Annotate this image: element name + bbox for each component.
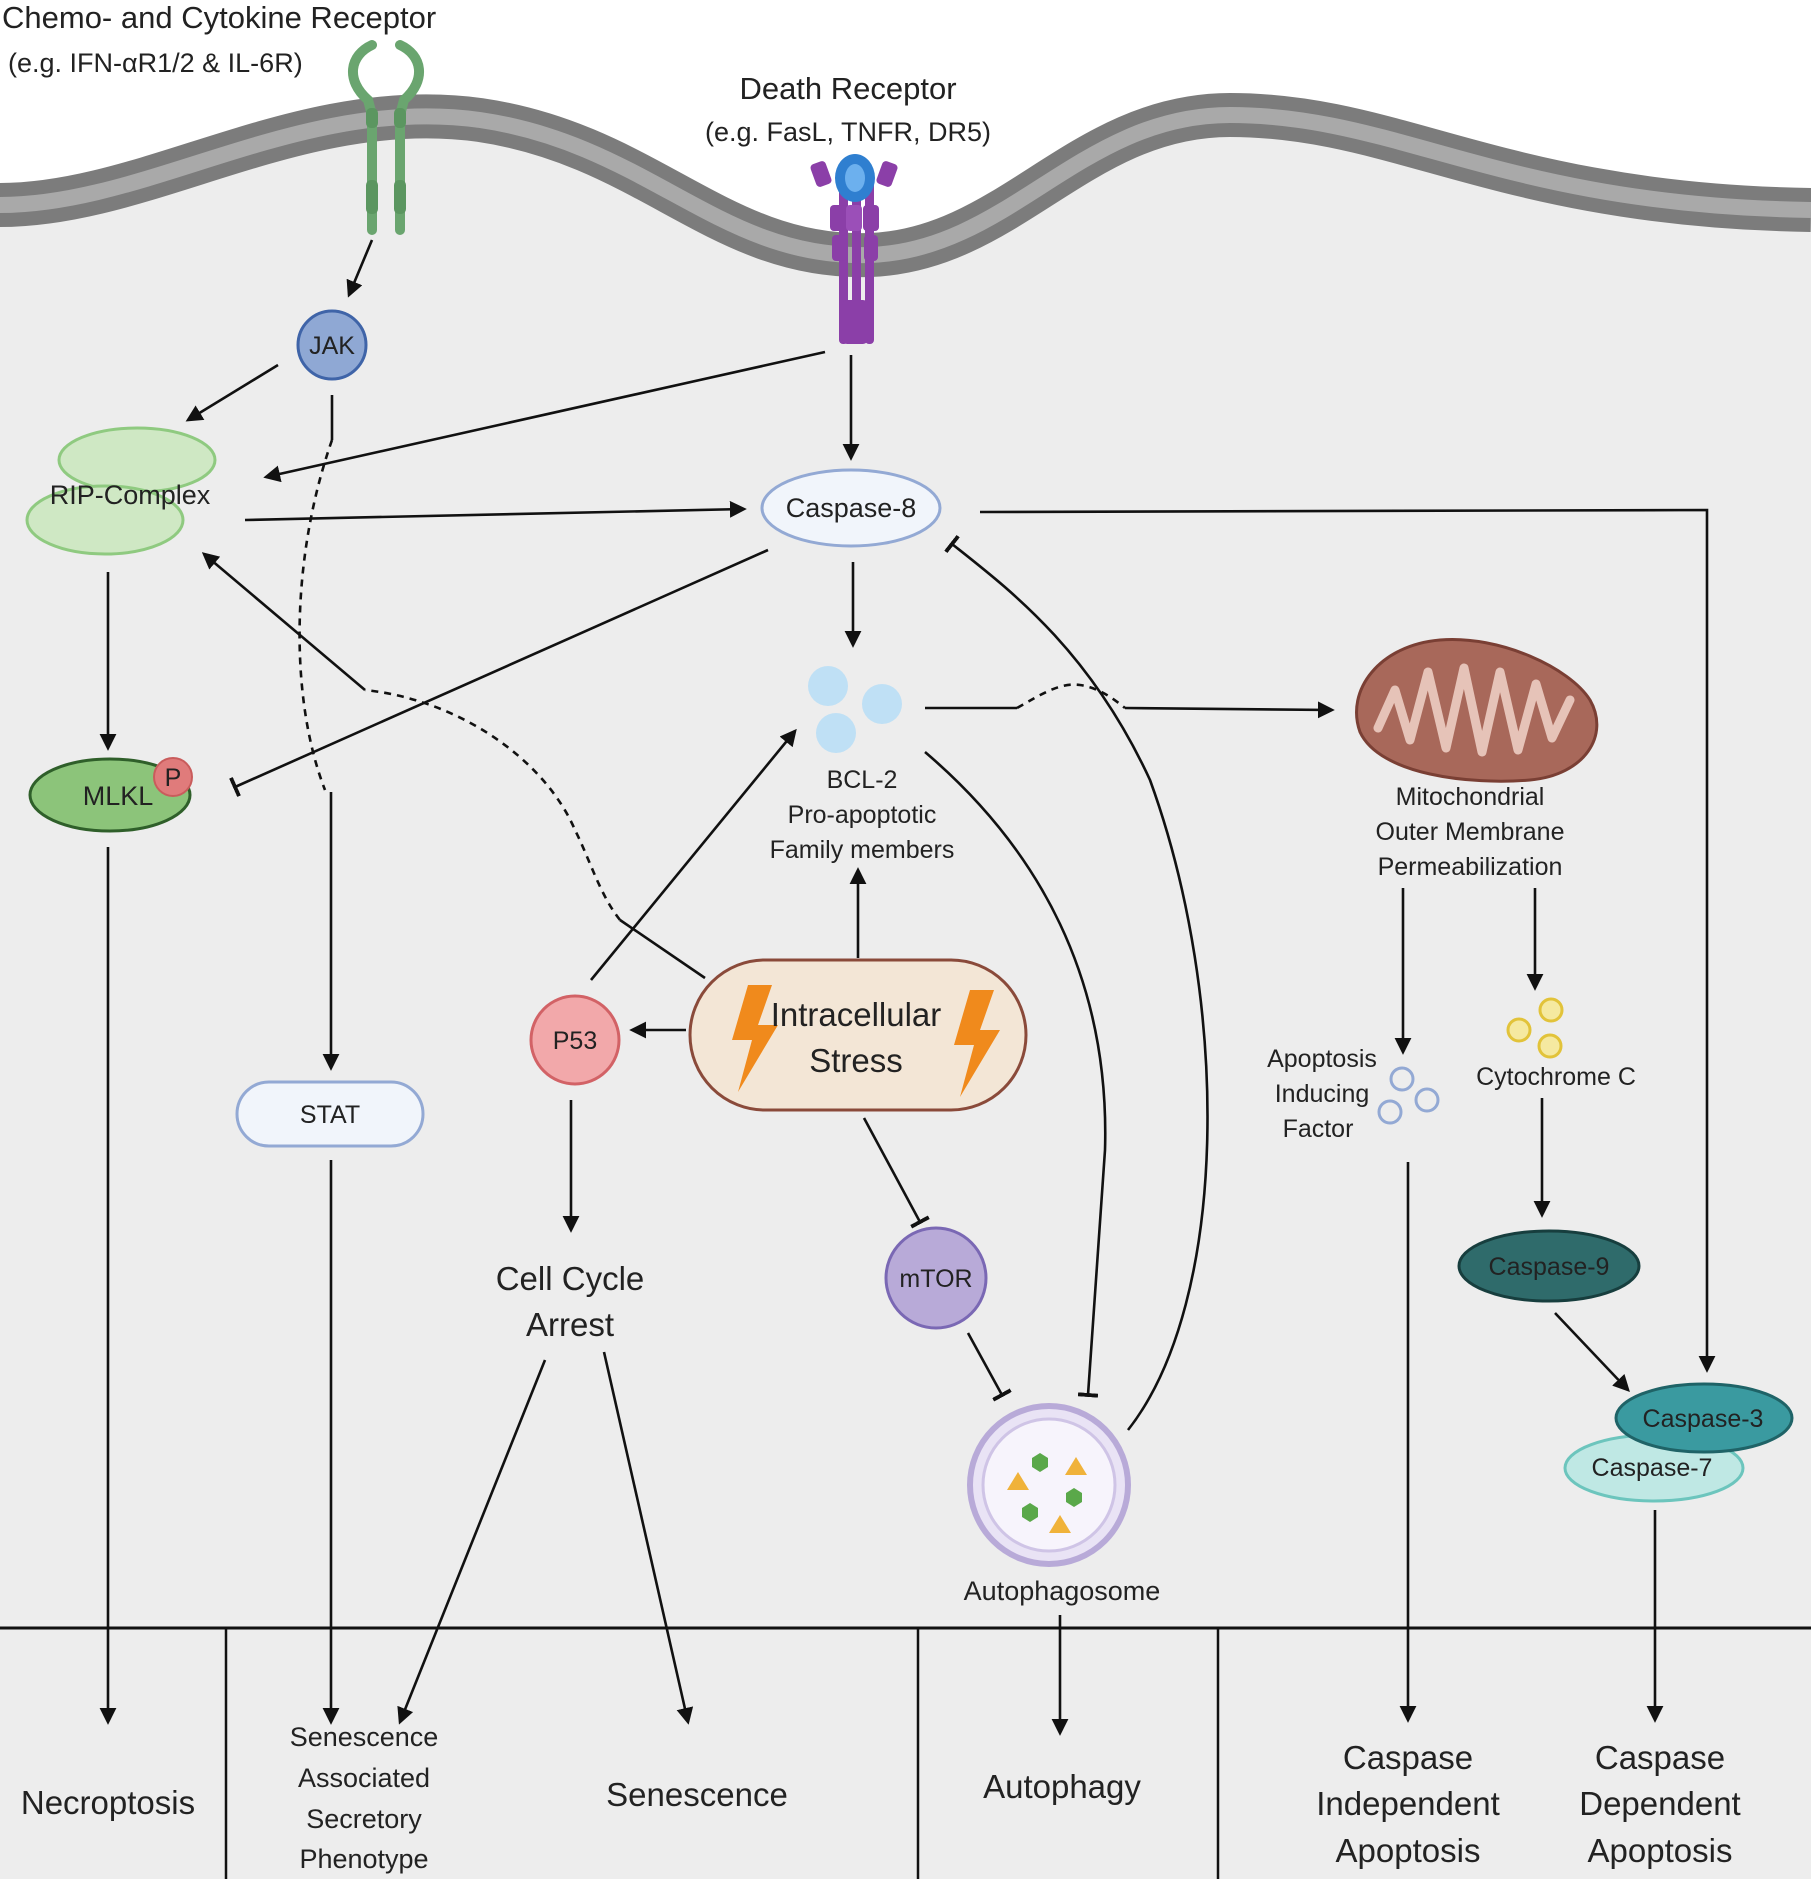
aif-cluster bbox=[1377, 1066, 1440, 1125]
outcome-cda-line1: Caspase bbox=[1595, 1739, 1725, 1776]
caspase8-node bbox=[760, 468, 942, 548]
lightning-icon-right bbox=[954, 990, 1000, 1097]
stat-node bbox=[235, 1080, 425, 1148]
stat-label: STAT bbox=[300, 1101, 360, 1129]
mlkl-node bbox=[28, 757, 193, 833]
rip-complex-label: RIP-Complex bbox=[50, 480, 211, 510]
momp-label-line3: Permeabilization bbox=[1378, 853, 1563, 881]
caspase3-node bbox=[1614, 1382, 1794, 1454]
jak-node bbox=[296, 309, 368, 381]
lightning-icon-left bbox=[732, 985, 778, 1092]
outcome-sasp-line1: Senescence bbox=[290, 1722, 439, 1752]
cell-cycle-label-line1: Cell Cycle bbox=[496, 1260, 645, 1297]
jak-label: JAK bbox=[309, 332, 355, 360]
autophagosome-label: Autophagosome bbox=[964, 1576, 1161, 1606]
rip-complex-node bbox=[25, 426, 217, 556]
mtor-node bbox=[884, 1226, 988, 1330]
cytokine-receptor-examples: (e.g. IFN-αR1/2 & IL-6R) bbox=[8, 48, 303, 78]
outcome-sasp-line2: Associated bbox=[298, 1763, 430, 1793]
bcl2-label-line3: Family members bbox=[770, 836, 955, 864]
p53-label: P53 bbox=[553, 1027, 597, 1055]
mlkl-label: MLKL bbox=[83, 781, 154, 811]
outcome-cda-line3: Apoptosis bbox=[1588, 1832, 1733, 1869]
cell-cycle-label-line2: Arrest bbox=[526, 1306, 614, 1343]
pathway-arrows bbox=[99, 239, 1716, 1736]
p53-node bbox=[529, 994, 621, 1086]
cytochrome-c-label: Cytochrome C bbox=[1476, 1063, 1636, 1091]
outcome-separators bbox=[0, 1626, 1811, 1879]
death-receptor-examples: (e.g. FasL, TNFR, DR5) bbox=[705, 117, 991, 147]
aif-label-line2: Inducing bbox=[1275, 1080, 1370, 1108]
phospho-label: P bbox=[165, 764, 182, 792]
cytochrome-c-cluster bbox=[1506, 997, 1564, 1059]
outcome-senescence: Senescence bbox=[606, 1776, 788, 1813]
mitochondrion bbox=[1355, 637, 1599, 783]
caspase9-node bbox=[1457, 1229, 1641, 1303]
outcome-autophagy: Autophagy bbox=[983, 1768, 1141, 1805]
stress-label-line2: Stress bbox=[809, 1042, 903, 1079]
caspase3-label: Caspase-3 bbox=[1643, 1405, 1764, 1433]
outcome-cia-line2: Independent bbox=[1316, 1785, 1500, 1822]
stress-label-line1: Intracellular bbox=[771, 996, 942, 1033]
aif-label-line3: Factor bbox=[1283, 1115, 1354, 1143]
aif-label-line1: Apoptosis bbox=[1267, 1045, 1377, 1073]
cytokine-receptor-title: Chemo- and Cytokine Receptor bbox=[2, 0, 436, 35]
caspase7-label: Caspase-7 bbox=[1592, 1454, 1713, 1482]
death-receptor-title: Death Receptor bbox=[739, 71, 956, 106]
caspase8-label: Caspase-8 bbox=[786, 493, 917, 523]
outcome-cda-line2: Dependent bbox=[1579, 1785, 1740, 1822]
outcome-cia-line1: Caspase bbox=[1343, 1739, 1473, 1776]
outcome-cia-line3: Apoptosis bbox=[1336, 1832, 1481, 1869]
autophagosome-node bbox=[967, 1403, 1131, 1567]
caspase9-label: Caspase-9 bbox=[1489, 1253, 1610, 1281]
death-receptor bbox=[810, 154, 898, 344]
momp-label-line2: Outer Membrane bbox=[1376, 818, 1565, 846]
outcome-necroptosis: Necroptosis bbox=[21, 1784, 195, 1821]
intracellular-stress-node bbox=[688, 958, 1028, 1112]
outcome-sasp-line4: Phenotype bbox=[299, 1844, 428, 1874]
momp-label-line1: Mitochondrial bbox=[1396, 783, 1545, 811]
bcl2-cluster bbox=[808, 666, 902, 753]
bcl2-label-line2: Pro-apoptotic bbox=[788, 801, 937, 829]
mtor-label: mTOR bbox=[899, 1265, 972, 1293]
cytokine-receptor bbox=[347, 40, 425, 235]
outcome-sasp-line3: Secretory bbox=[306, 1804, 422, 1834]
bcl2-label-line1: BCL-2 bbox=[827, 766, 898, 794]
